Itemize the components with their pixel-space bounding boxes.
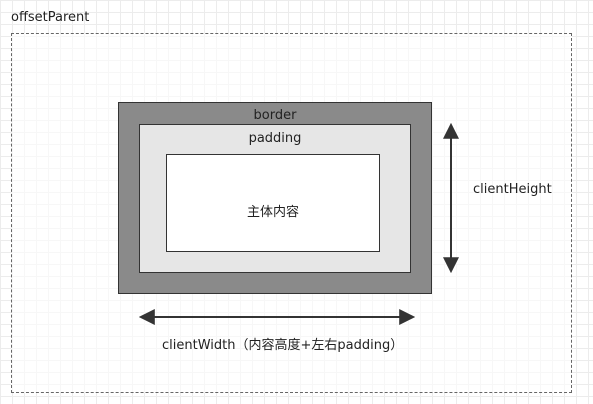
content-label: 主体内容 [246,205,299,220]
padding-label: padding [248,131,302,146]
client-height-label: clientHeight [473,182,552,197]
border-label: border [253,108,297,123]
client-width-label: clientWidth（内容高度+左右padding） [162,338,404,353]
padding-box: padding 主体内容 [139,124,411,273]
content-box: 主体内容 [166,154,380,252]
border-box: border padding 主体内容 [118,102,432,294]
offset-parent-label: offsetParent [11,10,90,25]
